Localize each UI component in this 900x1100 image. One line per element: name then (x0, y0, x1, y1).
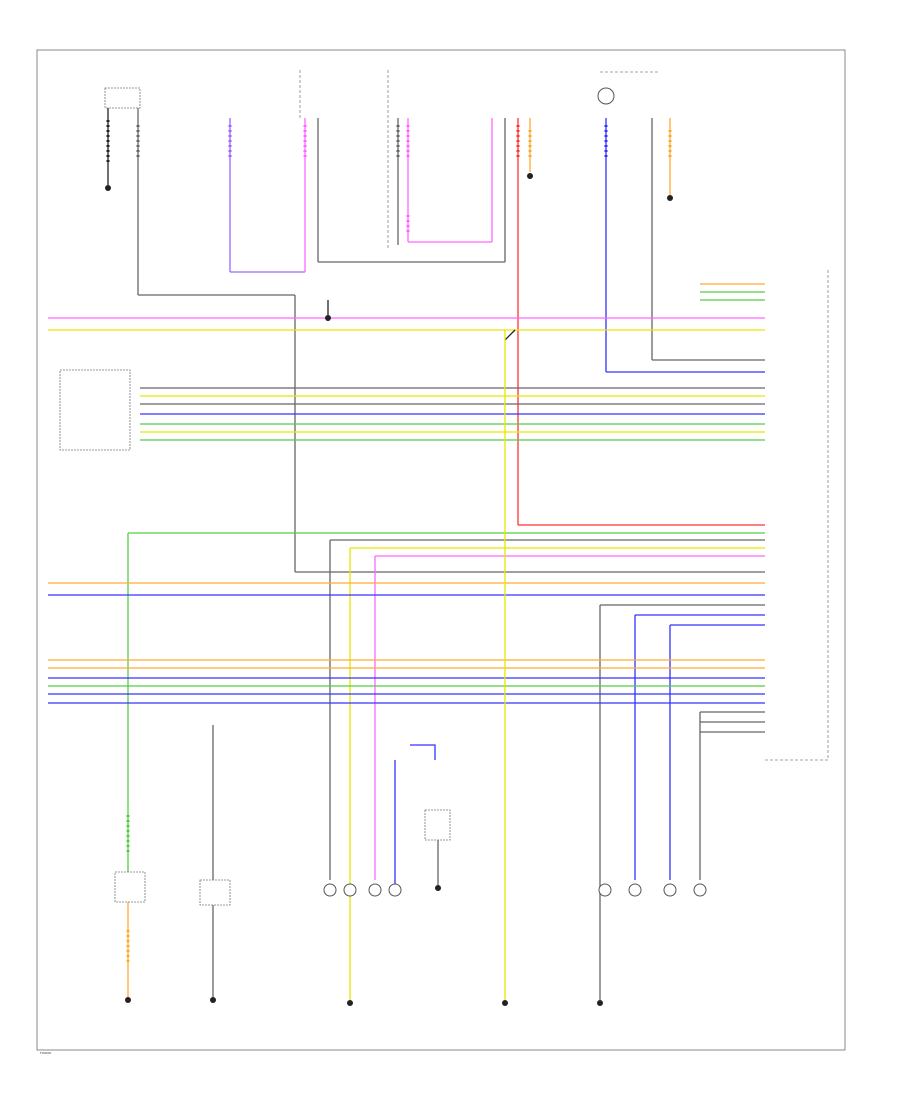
component-layer (59, 70, 829, 1006)
bottom-bulb-6 (628, 883, 642, 897)
bottom-center-ground (347, 1000, 353, 1006)
bottom-bulb-4 (388, 883, 402, 897)
top-right-ground (667, 195, 673, 201)
bottom-center-ground-2 (502, 1000, 508, 1006)
splice-point-1 (325, 315, 331, 321)
bottom-left-2-ground (210, 997, 216, 1003)
left-connector-block (59, 369, 131, 451)
figure-code: F00000 (40, 1051, 51, 1055)
bottom-right-ground (597, 1000, 603, 1006)
module4-ground (527, 173, 533, 179)
top-left-switch-box (104, 87, 141, 109)
top-right-bulb (597, 87, 615, 105)
splice-2 (504, 329, 516, 341)
bottom-bulb-2 (343, 883, 357, 897)
bottom-bulb-7 (663, 883, 677, 897)
bottom-left-2-switch (199, 879, 231, 906)
bottom-bulb-8 (693, 883, 707, 897)
lower-center-blue (410, 744, 436, 760)
lower-center-ground (435, 885, 441, 891)
diagram-frame (36, 49, 846, 1051)
bottom-bulb-1 (323, 883, 337, 897)
lower-center-module (424, 809, 451, 841)
bottom-bulb-5 (598, 883, 612, 897)
top-left-ground (105, 185, 111, 191)
wire-layer (48, 108, 765, 1000)
bottom-left-switch (114, 871, 146, 903)
bottom-bulb-3 (368, 883, 382, 897)
bottom-left-ground (125, 997, 131, 1003)
